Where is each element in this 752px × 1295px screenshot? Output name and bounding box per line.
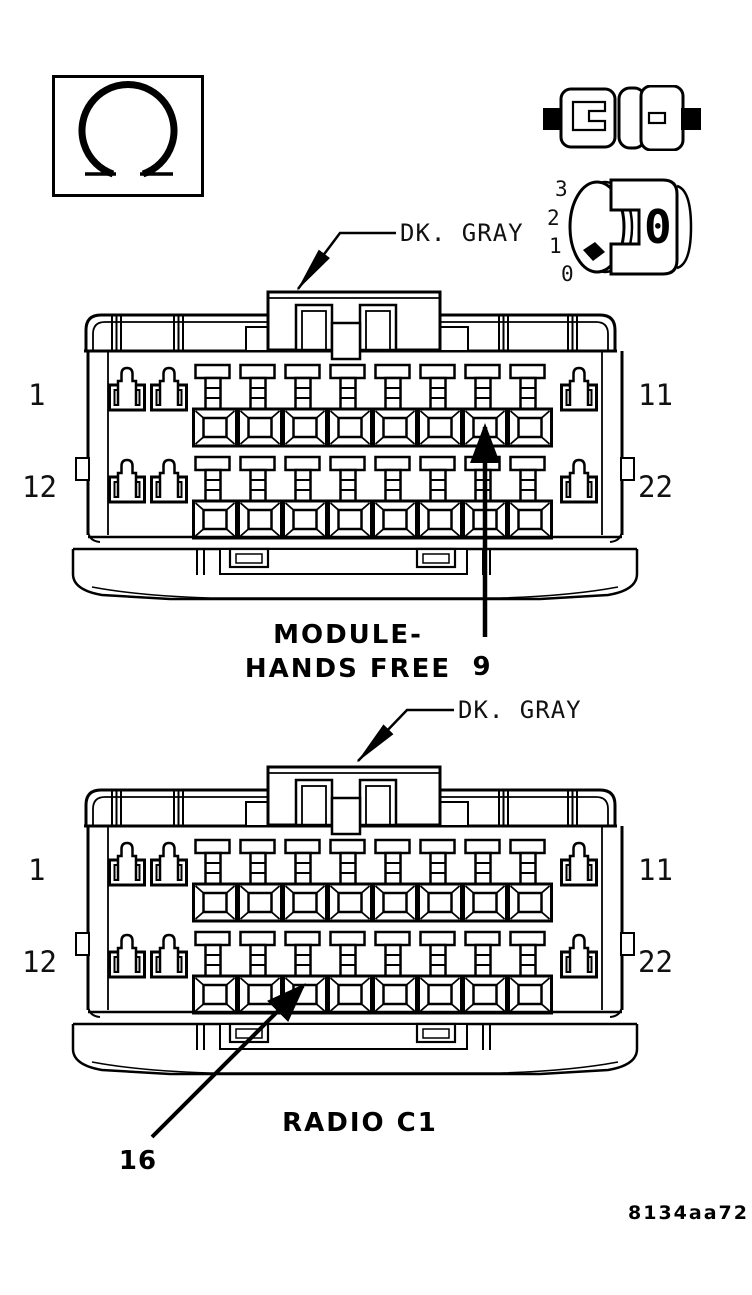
dial-scale-label: 3	[555, 177, 568, 201]
pin-label-c2-row1-right: 11	[638, 853, 673, 887]
pin-label-c1-row1-left: 1	[28, 378, 46, 412]
connector-radio-c1-drawing	[70, 760, 640, 1085]
pin-label-c2-row2-right: 22	[638, 945, 673, 979]
ohm-symbol-glyph	[78, 81, 178, 178]
pin-label-c1-row2-right: 22	[638, 470, 673, 504]
pin-label-c1-row1-right: 11	[638, 378, 673, 412]
wire-color-label-c1: DK. GRAY	[400, 219, 524, 247]
dial-pointer-icon	[583, 242, 605, 261]
wire-color-leader-c2	[356, 708, 454, 763]
dial-scale-label: 1	[549, 234, 562, 258]
connector-name-c1-line2: HANDS FREE	[244, 654, 452, 684]
wire-color-leader-c1	[296, 231, 396, 291]
dial-scale-label: 0	[561, 262, 574, 286]
callout-pin-number-c1: 9	[472, 652, 492, 682]
connector-hands-free-drawing	[70, 285, 640, 610]
callout-pin-number-c2: 16	[118, 1146, 158, 1176]
pin-label-c2-row2-left: 12	[22, 945, 57, 979]
connector-name-c1-line1: MODULE-	[273, 620, 423, 650]
figure-code: 8134aa72	[628, 1202, 749, 1224]
connector-name-c2-line1: RADIO C1	[282, 1108, 438, 1138]
pin-label-c2-row1-left: 1	[28, 853, 46, 887]
wire-color-label-c2: DK. GRAY	[458, 696, 582, 724]
ohm-symbol-icon	[52, 75, 204, 197]
dial-scale-label: 2	[547, 206, 560, 230]
terminal-pair-icon	[543, 85, 701, 151]
dial-knob-label: 0	[644, 200, 672, 254]
pin-label-c1-row2-left: 12	[22, 470, 57, 504]
ohmmeter-dial-icon: 0 3 2 1 0	[547, 177, 693, 286]
